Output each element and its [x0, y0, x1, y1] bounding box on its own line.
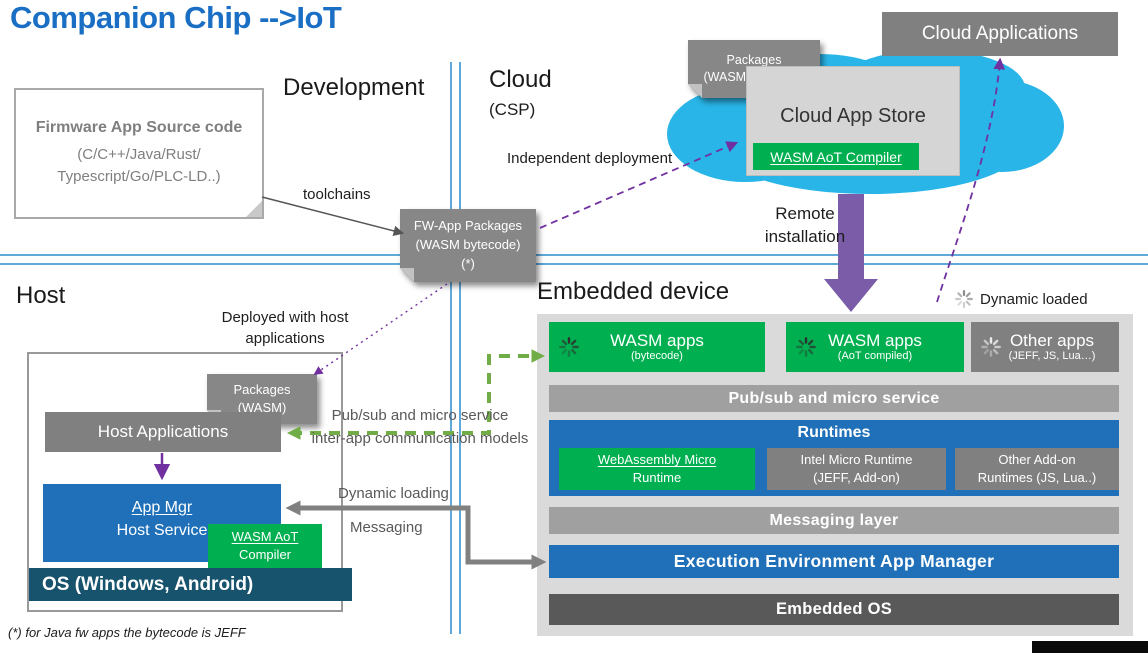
- firmware-line2: (C/C++/Java/Rust/: [77, 146, 201, 164]
- pubsub-models-label: Pub/sub and micro service inter-app comm…: [311, 407, 529, 447]
- app-subtitle: (AoT compiled): [837, 350, 913, 363]
- deployed-with-host-label: Deployed with host applications: [221, 309, 349, 347]
- firmware-line3: Typescript/Go/PLC-LD..): [57, 168, 221, 185]
- page-title: Companion Chip -->IoT: [10, 0, 342, 35]
- loading-spinner-icon: [796, 337, 816, 357]
- runtimes-title: Runtimes: [797, 424, 871, 441]
- app-mgr-line2: Host Service: [116, 522, 208, 540]
- dynamic-loading-label: Dynamic loading: [338, 485, 449, 502]
- cloud-applications-box: Cloud Applications: [882, 12, 1118, 56]
- cloud-packages-line1: Packages: [726, 52, 782, 67]
- other-addon-runtimes-box: Other Add-on Runtimes (JS, Lua..): [955, 448, 1119, 490]
- host-packages-line1: Packages: [233, 382, 291, 398]
- fw-packages-line3: (*): [461, 255, 475, 271]
- host-packages-line2: (WASM): [237, 400, 287, 415]
- loading-spinner-icon: [955, 290, 973, 308]
- folded-corner-icon: [688, 84, 702, 98]
- section-cloud-sub: (CSP): [489, 100, 536, 119]
- app-title: WASM apps: [828, 330, 922, 350]
- firmware-source-box: Firmware App Source code (C/C++/Java/Rus…: [14, 88, 264, 219]
- section-development: Development: [283, 74, 425, 101]
- folded-corner-icon: [400, 268, 414, 282]
- remote-installation-label: Remote installation: [764, 204, 846, 246]
- host-applications-box: Host Applications: [45, 412, 281, 452]
- dynamic-loaded-label: Dynamic loaded: [954, 289, 1088, 309]
- firmware-title: Firmware App Source code: [35, 119, 243, 137]
- messaging-layer-bar: Messaging layer: [549, 507, 1119, 534]
- app-mgr-line1: App Mgr: [131, 499, 193, 516]
- wasm-apps-aot-box: WASM apps (AoT compiled): [786, 322, 964, 372]
- webassembly-micro-runtime-box: WebAssembly Micro Runtime: [559, 448, 755, 490]
- cloud-app-store-title: Cloud App Store: [780, 105, 926, 127]
- app-title: Other apps: [1009, 330, 1095, 350]
- fw-packages-line2: (WASM bytecode): [415, 237, 521, 253]
- host-wasm-aot-compiler-box: WASM AoT Compiler: [208, 524, 322, 568]
- app-title: WASM apps: [610, 330, 704, 350]
- divider-vertical: [450, 62, 461, 634]
- intel-micro-runtime-box: Intel Micro Runtime (JEFF, Add-on): [767, 448, 946, 490]
- section-cloud: Cloud: [489, 66, 552, 93]
- embedded-os-bar: Embedded OS: [549, 594, 1119, 625]
- folded-corner-icon: [246, 201, 262, 217]
- messaging-label: Messaging: [350, 519, 423, 536]
- divider-horizontal: [0, 254, 1148, 265]
- footnote: (*) for Java fw apps the bytecode is JEF…: [8, 625, 246, 640]
- loading-spinner-icon: [559, 337, 579, 357]
- store-wasm-aot-compiler: WASM AoT Compiler: [753, 143, 919, 170]
- toolchains-label: toolchains: [303, 186, 371, 203]
- execution-environment-bar: Execution Environment App Manager: [549, 545, 1119, 578]
- bottom-right-bar: [1032, 641, 1148, 653]
- host-os-bar: OS (Windows, Android): [29, 568, 352, 601]
- section-embedded-device: Embedded device: [537, 278, 730, 305]
- app-subtitle: (JEFF, JS, Lua…): [1008, 350, 1096, 363]
- fw-packages-line1: FW-App Packages: [413, 218, 523, 234]
- wasm-apps-bytecode-box: WASM apps (bytecode): [549, 322, 765, 372]
- fw-app-packages-shape: FW-App Packages (WASM bytecode) (*): [400, 209, 536, 282]
- loading-spinner-icon: [981, 337, 1001, 357]
- pubsub-bar: Pub/sub and micro service: [549, 385, 1119, 412]
- independent-deployment-label: Independent deployment: [507, 150, 673, 167]
- other-apps-box: Other apps (JEFF, JS, Lua…): [971, 322, 1119, 372]
- section-host: Host: [16, 282, 66, 309]
- app-subtitle: (bytecode): [631, 350, 683, 363]
